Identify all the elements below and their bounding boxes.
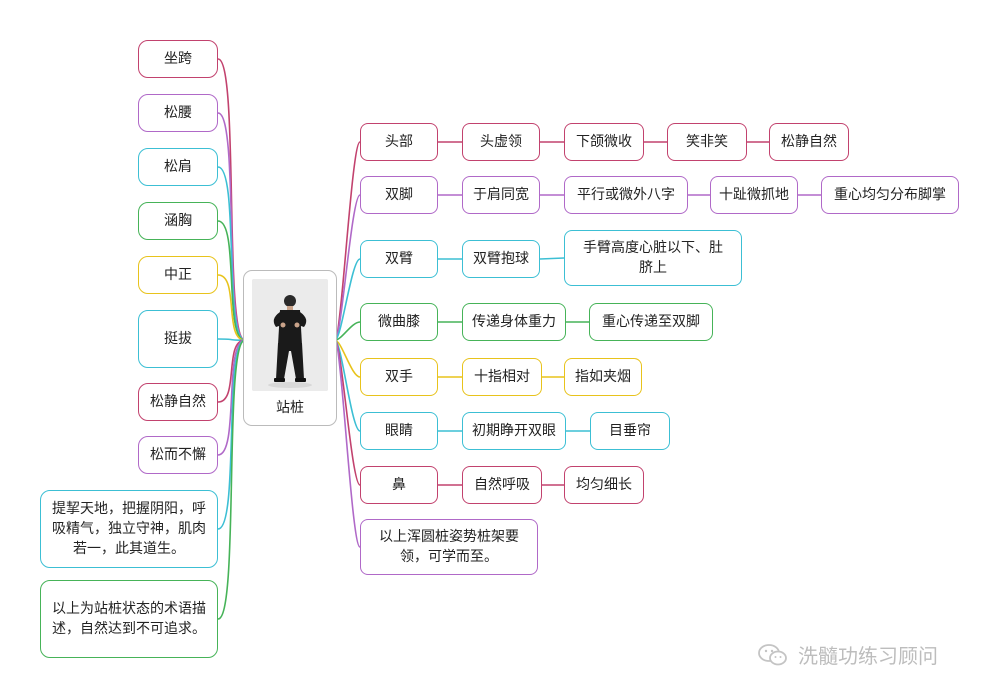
left-connector (217, 112, 246, 341)
branch-shuangbi[interactable]: 双臂 (360, 240, 438, 278)
branch-shuangshou[interactable]: 双手 (360, 358, 438, 396)
left-connector (217, 339, 246, 456)
left-node-songyao[interactable]: 松腰 (138, 94, 218, 132)
left-connector (217, 338, 246, 341)
child-xiahanweishou[interactable]: 下颌微收 (564, 123, 644, 161)
left-node-songerbuxie[interactable]: 松而不懈 (138, 436, 218, 474)
left-node-songjian[interactable]: 松肩 (138, 148, 218, 186)
child-yujiantongkuan[interactable]: 于肩同宽 (462, 176, 540, 214)
left-node-zhongzheng[interactable]: 中正 (138, 256, 218, 294)
left-connector (217, 220, 246, 341)
left-node-tingba[interactable]: 挺拔 (138, 310, 218, 368)
child-songjingziran[interactable]: 松静自然 (769, 123, 849, 161)
branch-connector (334, 258, 361, 341)
watermark-text: 洗髓功练习顾问 (798, 644, 938, 668)
child-zhongxinchuandi[interactable]: 重心传递至双脚 (589, 303, 713, 341)
left-connector (217, 339, 246, 620)
branch-bi[interactable]: 鼻 (360, 466, 438, 504)
child-muchuilian[interactable]: 目垂帘 (590, 412, 670, 450)
child-shoubigaodu[interactable]: 手臂高度心脏以下、肚脐上 (564, 230, 742, 286)
watermark: 洗髓功练习顾问 (758, 640, 938, 669)
wechat-icon (758, 643, 787, 665)
child-junyunxichang[interactable]: 均匀细长 (564, 466, 644, 504)
branch-connector (334, 194, 361, 341)
child-chuandizhongli[interactable]: 传递身体重力 (462, 303, 566, 341)
left-node-songjing[interactable]: 松静自然 (138, 383, 218, 421)
child-shizhi[interactable]: 十趾微抓地 (710, 176, 798, 214)
branch-weiquxi[interactable]: 微曲膝 (360, 303, 438, 341)
child-connector (539, 257, 565, 260)
child-ziranhuxi[interactable]: 自然呼吸 (462, 466, 542, 504)
left-node-quote[interactable]: 提挈天地，把握阴阳，呼吸精气，独立守神，肌肉若一，此其道生。 (40, 490, 218, 568)
branch-connector (334, 141, 361, 341)
child-shuangbibaoqiu[interactable]: 双臂抱球 (462, 240, 540, 278)
child-pingxing[interactable]: 平行或微外八字 (564, 176, 688, 214)
center-node[interactable]: 站桩 (243, 270, 337, 426)
left-connector (217, 166, 246, 341)
left-connector (217, 339, 246, 530)
branch-shuangjiao[interactable]: 双脚 (360, 176, 438, 214)
child-zhongxin[interactable]: 重心均匀分布脚掌 (821, 176, 959, 214)
left-connector (217, 274, 246, 341)
child-shizhixiangdui[interactable]: 十指相对 (462, 358, 542, 396)
branch-yanjing[interactable]: 眼睛 (360, 412, 438, 450)
branch-summary[interactable]: 以上浑圆桩姿势桩架要领，可学而至。 (360, 519, 538, 575)
child-xiaofeixiao[interactable]: 笑非笑 (667, 123, 747, 161)
child-touxuling[interactable]: 头虚领 (462, 123, 540, 161)
branch-toubu[interactable]: 头部 (360, 123, 438, 161)
center-label: 站桩 (276, 400, 304, 416)
child-chuqizheng[interactable]: 初期睁开双眼 (462, 412, 566, 450)
branch-connector (334, 339, 361, 548)
left-connector (217, 339, 246, 403)
left-node-hanxiong[interactable]: 涵胸 (138, 202, 218, 240)
standing-posture-photo (252, 279, 328, 391)
left-node-zuokua[interactable]: 坐跨 (138, 40, 218, 78)
child-zhirujiayan[interactable]: 指如夹烟 (564, 358, 642, 396)
left-node-summary[interactable]: 以上为站桩状态的术语描述，自然达到不可追求。 (40, 580, 218, 658)
